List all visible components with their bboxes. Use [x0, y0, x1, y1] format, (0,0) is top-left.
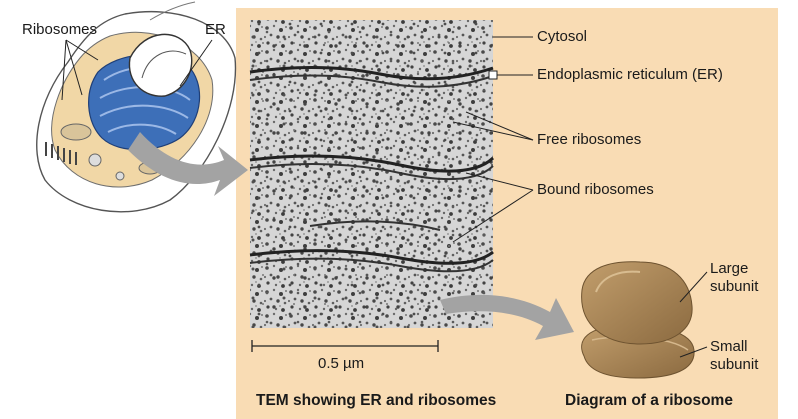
arrow-cell-to-tem	[128, 132, 248, 196]
label-endoplasmic-reticulum: Endoplasmic reticulum (ER)	[537, 66, 723, 83]
caption-diagram: Diagram of a ribosome	[565, 392, 733, 409]
cell-leader-lines	[61, 39, 213, 101]
label-scale-bar: 0.5 µm	[318, 355, 365, 372]
label-cytosol: Cytosol	[537, 28, 588, 45]
label-large-subunit-line2: subunit	[710, 277, 759, 295]
scale-bar	[251, 340, 439, 352]
label-small-subunit-line1: Small	[710, 338, 748, 355]
label-free-ribosomes: Free ribosomes	[537, 131, 642, 148]
label-small-subunit: Small subunit	[710, 338, 758, 373]
label-bound-ribosomes: Bound ribosomes	[537, 181, 654, 198]
arrow-tem-to-ribosome	[440, 294, 574, 340]
label-er: ER	[205, 21, 226, 38]
caption-tem: TEM showing ER and ribosomes	[256, 392, 497, 409]
ribosome-diagram	[581, 261, 708, 379]
label-large-subunit-line1: Large	[710, 260, 749, 277]
cell-illustration	[36, 1, 237, 213]
tem-leader-lines	[452, 36, 534, 243]
tem-micrograph	[249, 20, 495, 328]
label-large-subunit: Large subunit	[710, 260, 758, 295]
label-small-subunit-line2: subunit	[710, 355, 759, 373]
label-ribosomes: Ribosomes	[22, 21, 98, 38]
